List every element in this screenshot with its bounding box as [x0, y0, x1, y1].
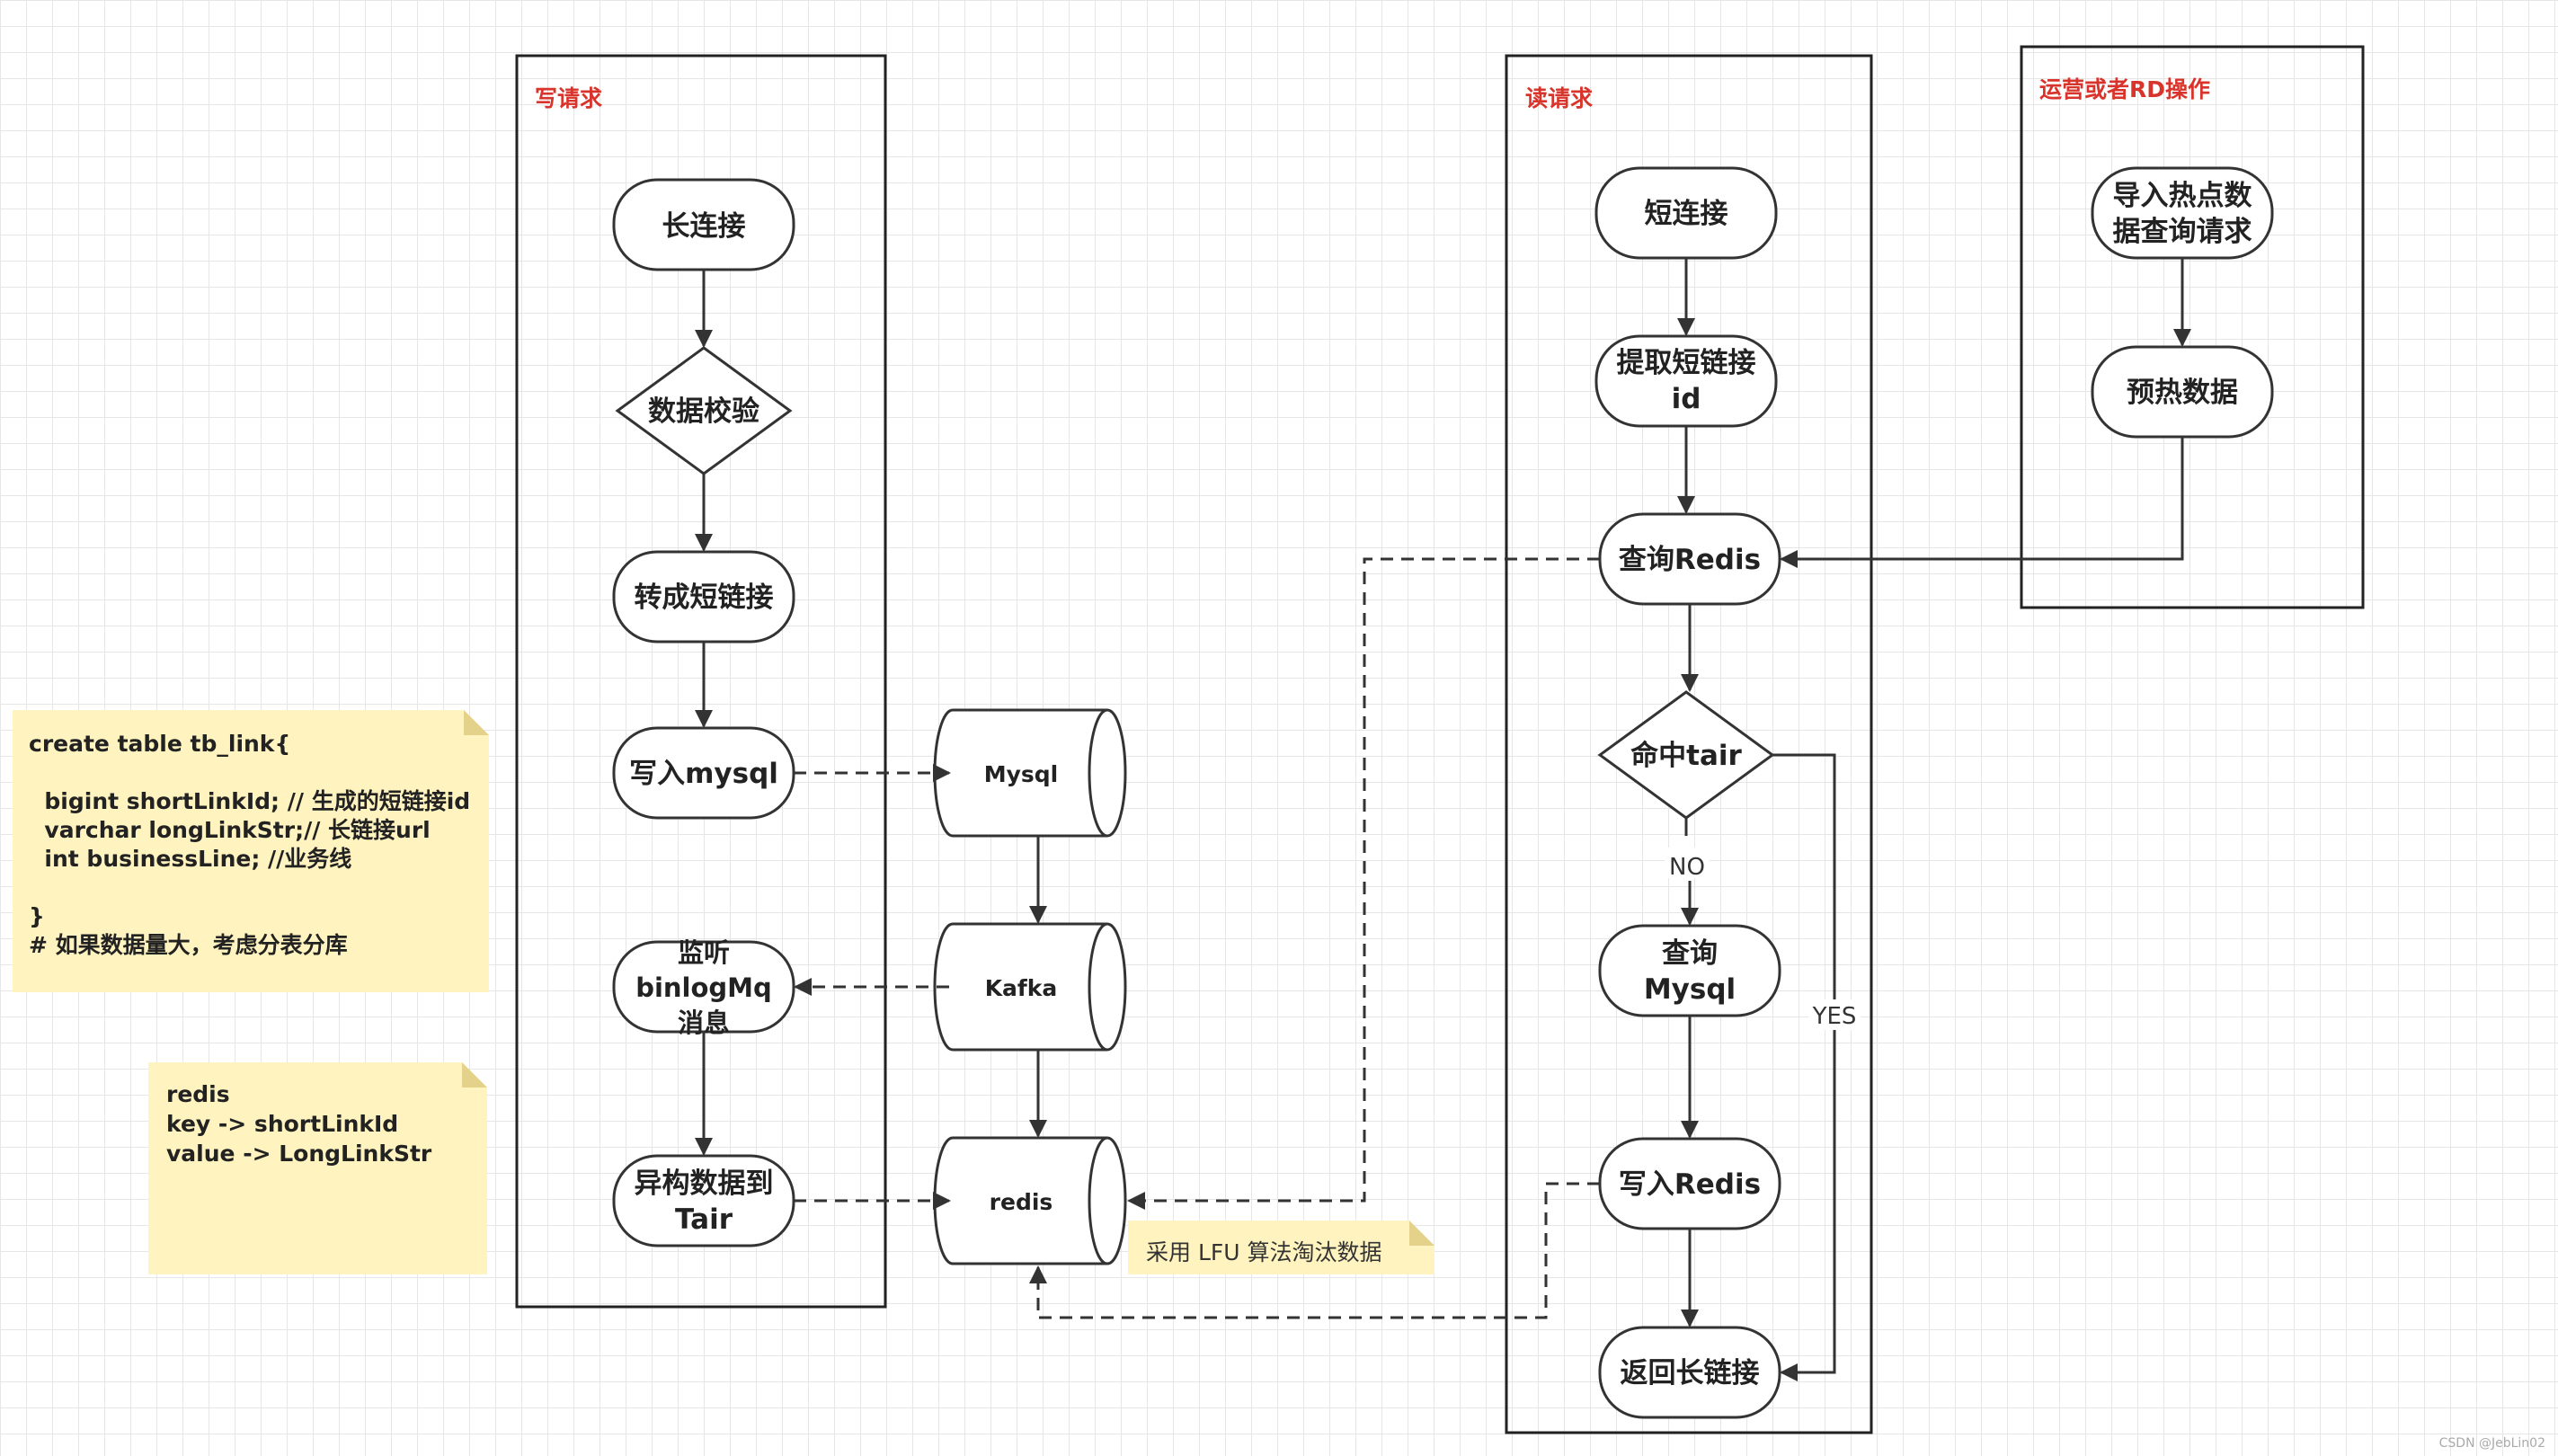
redis-note-line-1: redis [166, 1081, 230, 1107]
yes-label: YES [1812, 1003, 1857, 1030]
edge-preheat-to-queryredis [1780, 437, 2184, 568]
short-link-label: 短连接 [1645, 198, 1728, 230]
query-redis-label: 查询Redis [1619, 544, 1761, 576]
mysql-label: Mysql [984, 761, 1059, 787]
long-link-label: 长连接 [662, 210, 746, 243]
schema-note-line-8: # 如果数据量大，考虑分表分库 [29, 932, 348, 958]
hetero-label-2: Tair [675, 1203, 733, 1236]
extract-label-1: 提取短链接 [1617, 347, 1756, 379]
read-panel-title: 读请求 [1525, 85, 1593, 111]
ops-panel [2020, 45, 2365, 609]
watermark: CSDN @JebLin02 [2438, 1436, 2545, 1451]
import-label-2: 据查询请求 [2113, 216, 2252, 248]
redis-label: redis [990, 1189, 1053, 1215]
validate-label: 数据校验 [648, 395, 759, 428]
schema-note: create table tb_link{ bigint shortLinkId… [13, 710, 489, 992]
write-mysql-label: 写入mysql [629, 758, 778, 790]
hetero-label-1: 异构数据到 [635, 1167, 774, 1200]
import-label-1: 导入热点数 [2113, 180, 2252, 212]
query-mysql-label-2: Mysql [1644, 973, 1736, 1006]
mysql-storage[interactable]: Mysql [933, 708, 1127, 838]
write-panel [515, 54, 887, 1309]
hit-tair-label: 命中tair [1630, 740, 1742, 772]
schema-note-line-7: } [29, 903, 45, 929]
redis-note-line-2: key -> shortLinkId [166, 1111, 398, 1137]
schema-note-line-1: create table tb_link{ [29, 731, 290, 757]
kafka-label: Kafka [985, 975, 1058, 1001]
redis-note: redis key -> shortLinkId value -> LongLi… [148, 1062, 487, 1274]
edge-writeredis-to-redis [1029, 1182, 1600, 1319]
lfu-note-text: 采用 LFU 算法淘汰数据 [1146, 1239, 1382, 1265]
lfu-note: 采用 LFU 算法淘汰数据 [1128, 1221, 1434, 1274]
write-panel-title: 写请求 [535, 85, 602, 111]
yes-label-bg [1808, 999, 1861, 1030]
query-mysql-label-1: 查询 [1662, 937, 1718, 970]
write-redis-label: 写入Redis [1619, 1168, 1761, 1201]
listen-label-2: binlogMq [635, 972, 772, 1003]
extract-label-2: id [1672, 383, 1701, 415]
schema-note-line-3: bigint shortLinkId; // 生成的短链接id [29, 788, 470, 814]
redis-storage[interactable]: redis [933, 1136, 1127, 1265]
read-panel [1505, 54, 1873, 1434]
no-label-bg [1665, 848, 1710, 878]
redis-note-line-3: value -> LongLinkStr [166, 1141, 432, 1167]
return-long-label: 返回长链接 [1621, 1357, 1760, 1389]
kafka-storage[interactable]: Kafka [933, 922, 1127, 1052]
schema-note-line-4: varchar longLinkStr;// 长链接url [29, 817, 431, 843]
convert-label: 转成短链接 [635, 582, 774, 614]
preheat-label: 预热数据 [2127, 377, 2238, 409]
edge-hit-yes [1772, 753, 1836, 1381]
edge-queryredis-to-redis [1127, 557, 1600, 1210]
no-label: NO [1669, 854, 1705, 881]
listen-label-1: 监听 [678, 937, 730, 968]
schema-note-line-5: int businessLine; //业务线 [29, 846, 351, 872]
ops-panel-title: 运营或者RD操作 [2039, 76, 2210, 102]
